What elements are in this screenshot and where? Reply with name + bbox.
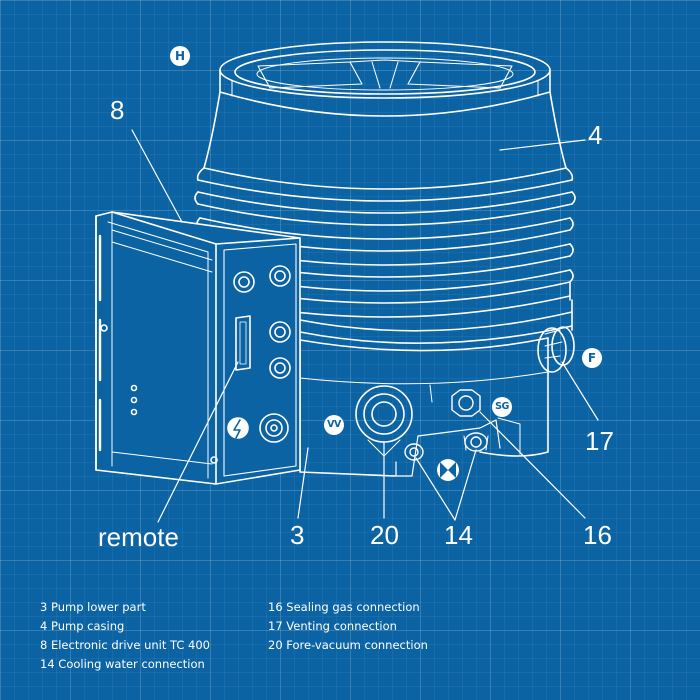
leader-lines: [131, 129, 599, 523]
cooling-water-symbol: [437, 459, 459, 481]
legend-item: 20 Fore-vacuum connection: [268, 638, 428, 652]
callout-17: 17: [585, 426, 614, 456]
legend-right: 16 Sealing gas connection 17 Venting con…: [268, 598, 428, 655]
SG-badge-icon: SG: [492, 397, 512, 417]
F-badge-icon: F: [582, 348, 602, 368]
top-flange: [219, 41, 551, 117]
callout-16: 16: [583, 520, 612, 550]
callout-remote: remote: [98, 522, 179, 552]
legend-item: 4 Pump casing: [40, 619, 125, 633]
venting-knob: [537, 326, 575, 373]
legend-item: 17 Venting connection: [268, 619, 397, 633]
electronic-drive-unit: [95, 211, 301, 485]
legend-item: 8 Electronic drive unit TC 400: [40, 638, 210, 652]
cooling-water-ports: [404, 432, 489, 461]
callout-8: 8: [110, 95, 125, 125]
callout-4: 4: [588, 120, 603, 150]
callout-3: 3: [290, 520, 305, 550]
legend-left: 3 Pump lower part 4 Pump casing 8 Electr…: [40, 598, 210, 674]
legend-item: 14 Cooling water connection: [40, 657, 205, 671]
VV-badge-icon: VV: [324, 415, 344, 435]
callout-14: 14: [444, 520, 473, 550]
H-badge-icon: H: [170, 46, 190, 66]
legend-item: 3 Pump lower part: [40, 600, 146, 614]
callout-20: 20: [370, 520, 399, 550]
legend-item: 16 Sealing gas connection: [268, 600, 420, 614]
sealing-gas-port: [451, 389, 481, 417]
